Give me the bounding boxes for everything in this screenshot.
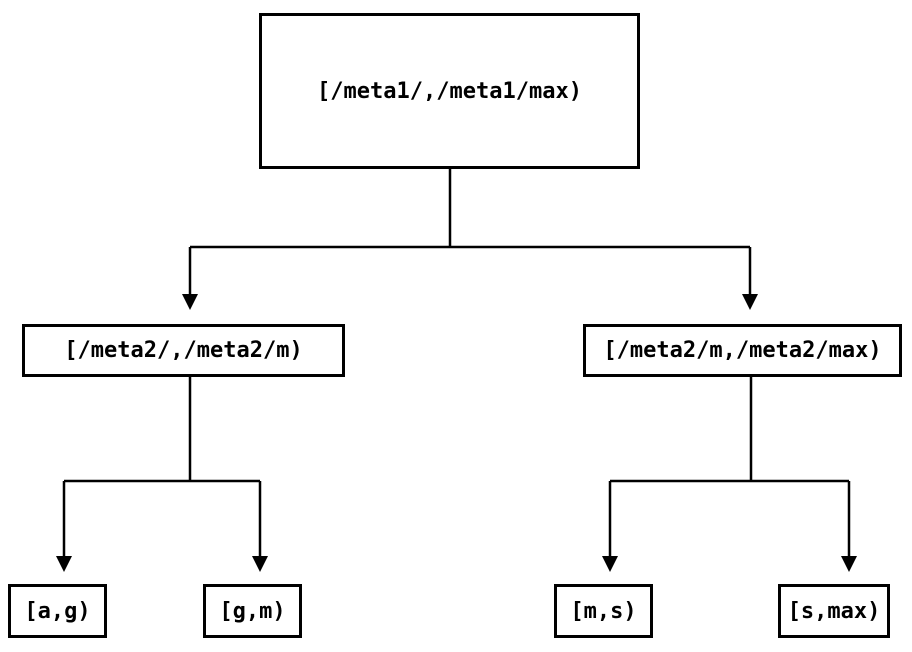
arrowhead-icon: [252, 556, 268, 572]
node-leaf-g-m-label: [g,m): [219, 598, 286, 624]
node-root-range-label: [/meta1/,/meta1/max): [317, 78, 582, 104]
arrowhead-icon: [841, 556, 857, 572]
node-leaf-m-s-label: [m,s): [570, 598, 637, 624]
node-meta2-right-range: [/meta2/m,/meta2/max): [583, 324, 902, 377]
node-leaf-s-max-label: [s,max): [787, 598, 881, 624]
node-leaf-g-m: [g,m): [203, 584, 302, 638]
arrowhead-icon: [602, 556, 618, 572]
node-leaf-m-s: [m,s): [554, 584, 653, 638]
node-root-range: [/meta1/,/meta1/max): [259, 13, 640, 169]
arrowhead-icon: [742, 294, 758, 310]
node-leaf-s-max: [s,max): [778, 584, 890, 638]
node-leaf-a-g: [a,g): [8, 584, 107, 638]
node-meta2-left-range-label: [/meta2/,/meta2/m): [64, 338, 303, 363]
arrowhead-icon: [182, 294, 198, 310]
node-leaf-a-g-label: [a,g): [24, 598, 91, 624]
node-meta2-left-range: [/meta2/,/meta2/m): [22, 324, 345, 377]
node-meta2-right-range-label: [/meta2/m,/meta2/max): [603, 338, 882, 363]
arrowhead-icon: [56, 556, 72, 572]
